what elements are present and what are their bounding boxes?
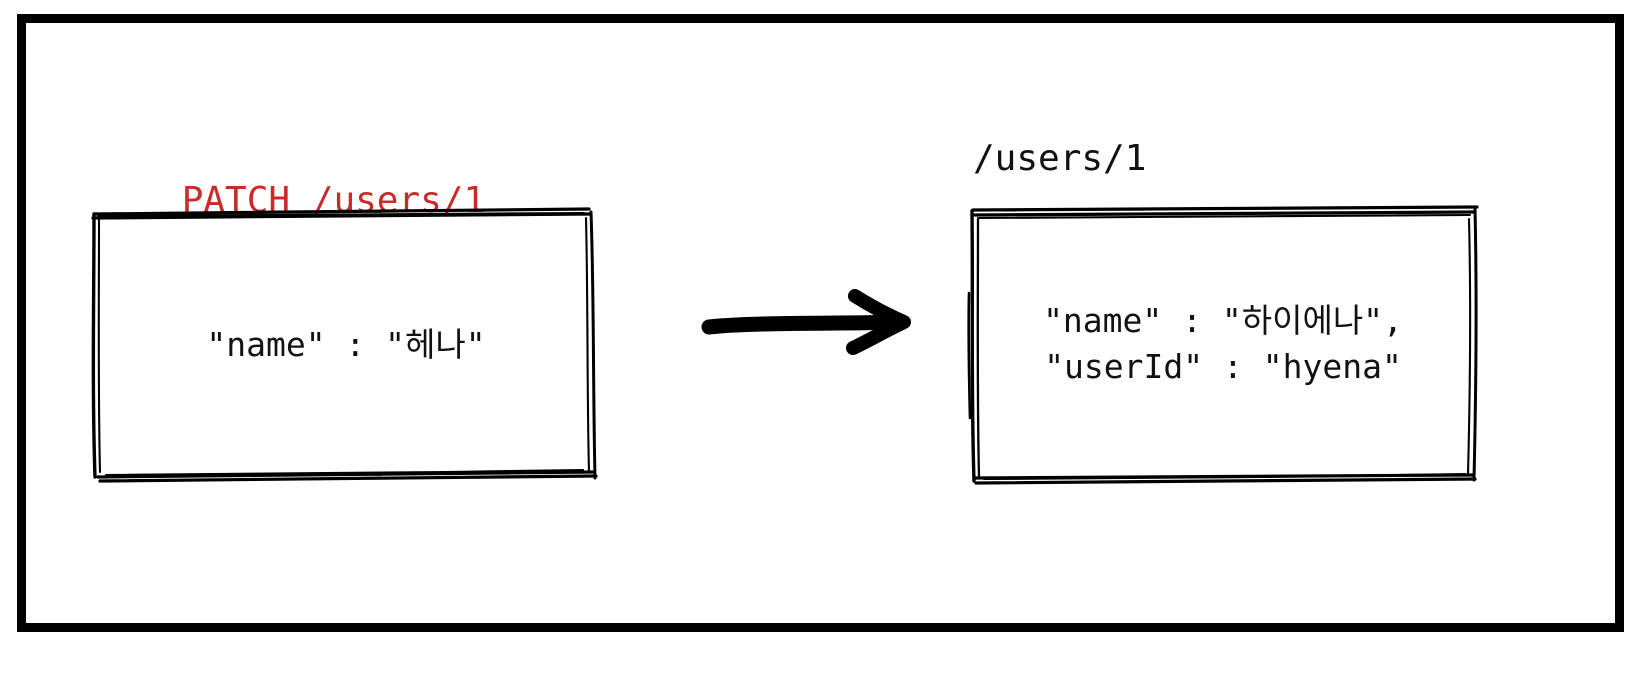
response-box-sketch-outline — [967, 205, 1479, 485]
response-body-content: "name" : "하이에나", "userId" : "hyena" — [962, 198, 1484, 490]
request-box-sketch-outline — [91, 207, 598, 483]
arrow-right-icon — [701, 289, 911, 355]
flow-arrow — [695, 280, 925, 372]
response-body-box: "name" : "하이에나", "userId" : "hyena" — [962, 198, 1484, 490]
request-body-line-1: "name" : "헤나" — [206, 325, 486, 364]
right-resource-label: /users/1 — [973, 138, 1147, 179]
request-body-box: "name" : "헤나" — [86, 200, 606, 490]
request-body-content: "name" : "헤나" — [86, 200, 606, 490]
response-body-line-1: "name" : "하이에나", — [1043, 301, 1403, 340]
response-body-line-2: "userId" : "hyena" — [1044, 347, 1402, 386]
